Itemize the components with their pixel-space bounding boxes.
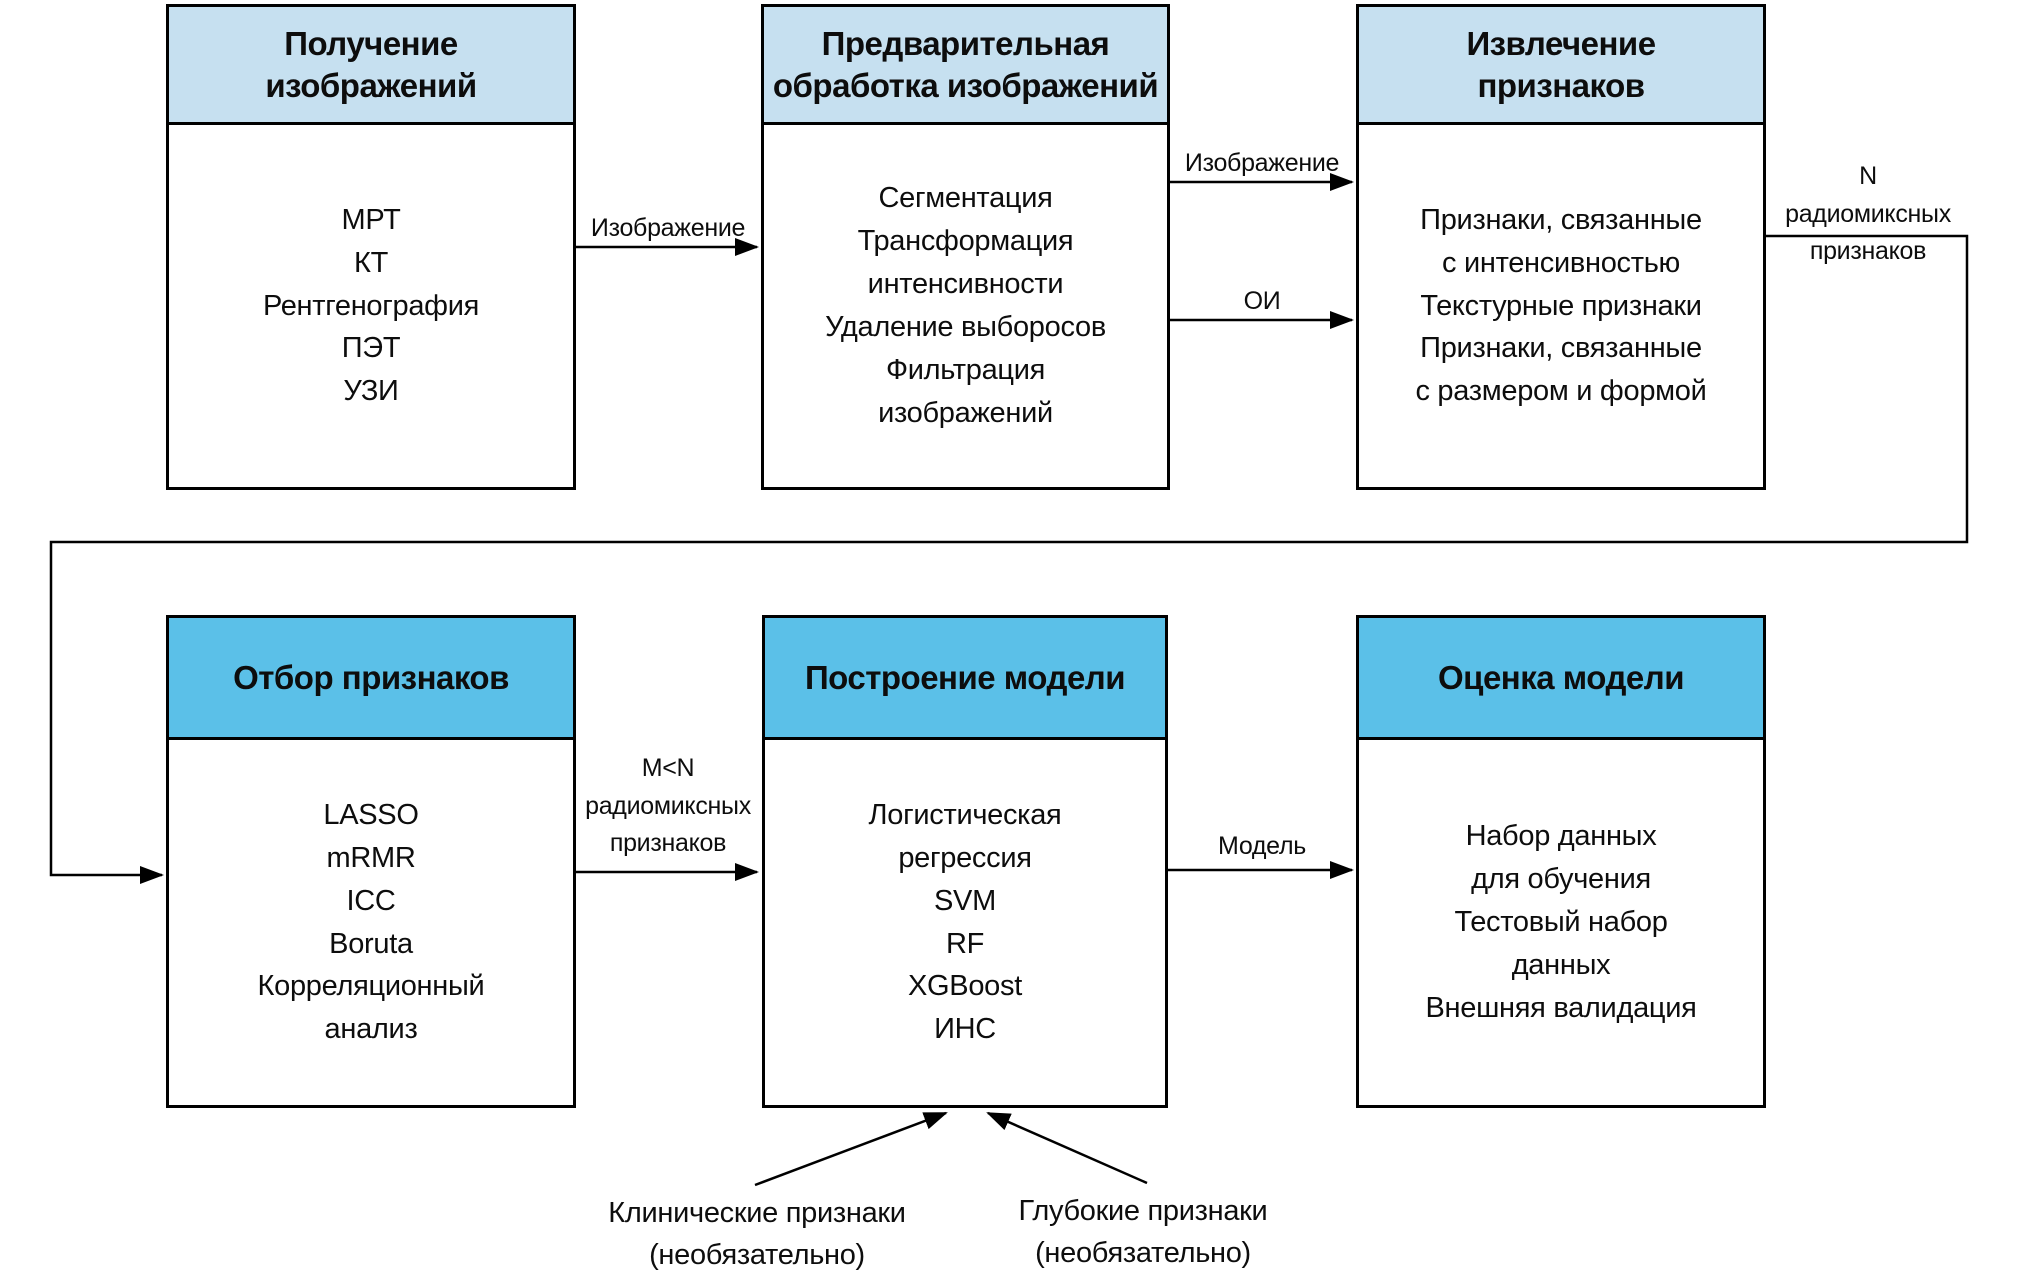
box-image-acquisition-body: МРТ КТ Рентгенография ПЭТ УЗИ (262, 203, 480, 408)
box-image-preprocessing-body: Сегментация Трансформация интенсивности … (825, 182, 1106, 429)
box-model-building: Построение модели Логистическая регресси… (762, 615, 1168, 1108)
label-n-radiomics-features: N радиомиксных признаков (1785, 162, 1951, 265)
box-image-acquisition-header: Получение изображений (169, 7, 573, 125)
box-model-building-body: Логистическая регрессия SVM RF XGBoost И… (868, 798, 1062, 1046)
label-preprocessing-to-extraction-roi: ОИ (1243, 287, 1281, 315)
label-preprocessing-to-extraction-image: Изображение (1184, 149, 1340, 177)
box-model-evaluation: Оценка модели Набор данных для обучения … (1356, 615, 1766, 1108)
box-feature-selection-header: Отбор признаков (169, 618, 573, 740)
box-model-building-header: Построение модели (765, 618, 1165, 740)
box-image-preprocessing: Предварительная обработка изображений Се… (761, 4, 1170, 490)
label-model: Модель (1218, 832, 1306, 860)
label-acquisition-to-preprocessing: Изображение (590, 214, 746, 242)
label-mn-radiomics-features: M<N радиомиксных признаков (585, 754, 751, 857)
box-feature-extraction-header: Извлечение признаков (1359, 7, 1763, 125)
arrow-deep-features-input (986, 1111, 1148, 1185)
box-feature-selection-body: LASSO mRMR ICC Boruta Корреляционный ана… (257, 798, 485, 1046)
label-deep-features: Глубокие признаки (необязательно) (1018, 1195, 1268, 1270)
box-feature-selection: Отбор признаков LASSO mRMR ICC Boruta Ко… (166, 615, 576, 1108)
box-feature-extraction: Извлечение признаков Признаки, связанные… (1356, 4, 1766, 490)
box-image-acquisition: Получение изображений МРТ КТ Рентгеногра… (166, 4, 576, 490)
arrow-clinical-features-input (754, 1111, 948, 1187)
box-model-evaluation-header: Оценка модели (1359, 618, 1763, 740)
box-model-evaluation-body: Набор данных для обучения Тестовый набор… (1425, 820, 1697, 1024)
connector-extraction-to-selection (49, 234, 1969, 884)
box-image-preprocessing-header: Предварительная обработка изображений (764, 7, 1167, 125)
label-clinical-features: Клинические признаки (необязательно) (608, 1197, 906, 1272)
box-feature-extraction-body: Признаки, связанные с интенсивностью Тек… (1415, 203, 1707, 408)
